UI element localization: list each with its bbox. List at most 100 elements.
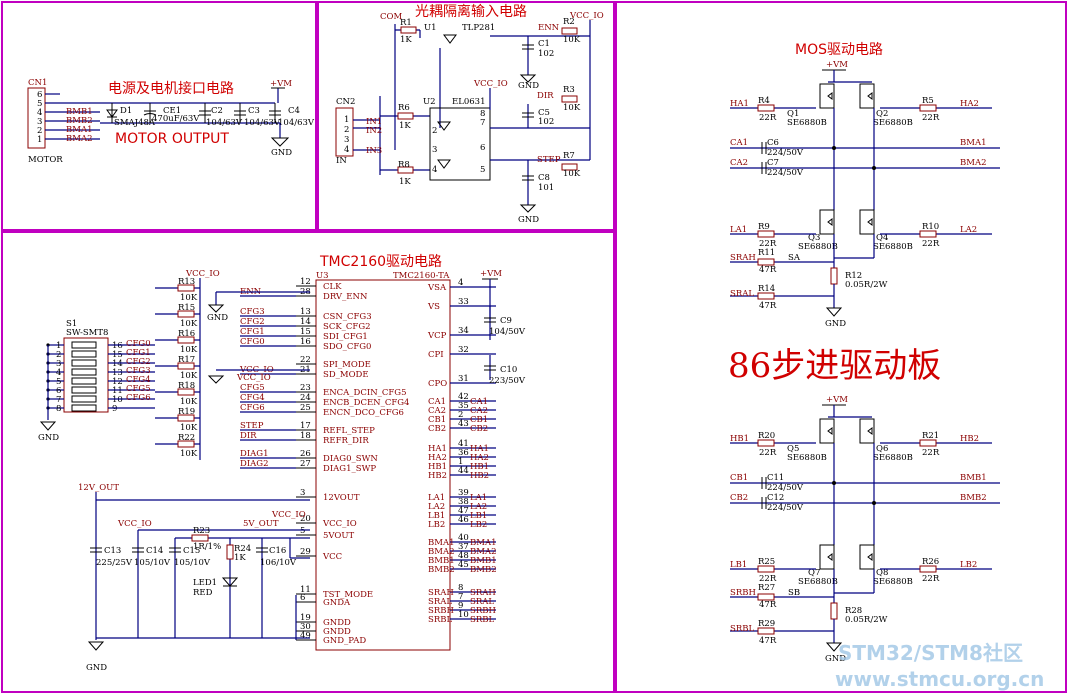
u3-left-pin-num: 5: [300, 526, 305, 536]
bridgeB-l1-label: LB1: [730, 560, 747, 570]
cn2-pin-2: 2: [344, 125, 349, 135]
u3-left-pin-name: REFR_DIR: [323, 436, 369, 446]
sw-left-pin: 8: [56, 404, 61, 414]
watermark: STM32/STM8社区 www.stmcu.org.cn: [835, 641, 1044, 691]
u3-right-pin-num: 44: [458, 466, 469, 476]
bridgeA-sral-label: SRAL: [730, 289, 754, 299]
u3-left-pin-num: 20: [300, 514, 311, 524]
u2-pin3: 3: [432, 145, 437, 155]
pullup-value: 10K: [180, 293, 198, 303]
u3-right-pin-name: SRAL: [428, 597, 452, 607]
u3-right-pin-name: LA1: [428, 493, 445, 503]
r6-ref: R6: [398, 103, 410, 113]
bridgeB-r10-value: 22R: [922, 574, 940, 584]
bridgeB-c6-ref: C11: [767, 473, 784, 483]
u3-right-net-label: CB1: [470, 415, 488, 425]
r3-ref: R3: [563, 85, 575, 95]
u3-left-net-label: DIAG2: [240, 459, 269, 469]
u3-part: TMC2160-TA: [393, 271, 450, 281]
bridgeA-vm-label: +VM: [826, 60, 848, 70]
u3-left-pin-name: TST_MODE: [323, 590, 373, 600]
u3-right-pin-name: CPO: [428, 379, 447, 389]
u3-right-pin-num: 47: [458, 506, 469, 516]
u3-right-net-label: LB2: [470, 520, 487, 530]
c8-value: 101: [538, 183, 554, 193]
cap-vcc-label: VCC_IO: [117, 519, 152, 529]
u3-left-pin-num: 14: [300, 317, 311, 327]
u3-left-pin-name: SDI_CFG1: [323, 332, 368, 342]
pullup-value: 10K: [180, 397, 198, 407]
u3-left-pin-num: 25: [300, 403, 311, 413]
bridgeB-r12-value: 0.05R/2W: [845, 615, 888, 625]
sw-right-pin: 15: [112, 350, 123, 360]
sw-left-pin: 7: [56, 395, 61, 405]
u3-left-pin-num: 27: [300, 459, 311, 469]
u3-right-pin-num: 32: [458, 345, 469, 355]
bridgeA-l2-label: LA2: [960, 225, 977, 235]
u3-left-pin-num: 29: [300, 547, 311, 557]
pullup-ref: R15: [178, 303, 195, 313]
opto-section: 光耦隔离输入电路 COM R1 1K U1 TLP281 C1 102 GND …: [335, 3, 604, 225]
s1-ref: S1: [66, 319, 77, 329]
pullup-value: 10K: [180, 319, 198, 329]
in3-label: IN3: [366, 146, 382, 156]
sw-cfg-label: CFG5: [126, 384, 151, 394]
u3-left-pin-name: CSN_CFG3: [323, 312, 372, 322]
u3-left-pin-num: 17: [300, 421, 311, 431]
u3-right-pin-name: CA1: [428, 397, 446, 407]
bridgeA-r14-ref: R14: [758, 284, 775, 294]
u3-left-pin-num: 13: [300, 307, 311, 317]
u3-right-pin-num: 4: [458, 278, 463, 288]
cn2-label: IN: [336, 156, 347, 166]
u3-right-net-label: BMA1: [470, 538, 497, 548]
pullup-vcc: VCC_IO: [185, 269, 220, 279]
watermark-line1: STM32/STM8社区: [838, 641, 1023, 665]
u3-right-net-label: SRBL: [470, 615, 494, 625]
step-label: STEP: [537, 155, 561, 165]
sw-right-pin: 9: [112, 404, 117, 414]
bridgeB-q2-ref: Q6: [876, 444, 888, 454]
u3-right-pin-num: 31: [458, 374, 469, 384]
u3-left-net-label: STEP: [240, 421, 264, 431]
bridgeB-r14-ref: R29: [758, 619, 775, 629]
r24-ref: R24: [234, 544, 251, 554]
u3-left-pin-name: ENCN_DCO_CFG6: [323, 408, 404, 418]
bridgeB-h1-label: HB1: [730, 434, 749, 444]
u3-right-pin-num: 41: [458, 439, 469, 449]
u3-left-pin-num: 12: [300, 277, 311, 287]
bridgeA-out2-label: BMA2: [960, 158, 987, 168]
vm-label: +VM: [270, 79, 292, 89]
u3-right-pin-name: CB2: [428, 424, 446, 434]
u3-right-pin-name: BMB2: [428, 565, 455, 575]
u3-right-net-label: HB1: [470, 462, 489, 472]
bridgeA-h2-label: HA2: [960, 99, 979, 109]
u2-pin2: 2: [432, 126, 437, 136]
u3-right-pin-name: CB1: [428, 415, 446, 425]
u3-left-pin-num: 18: [300, 431, 311, 441]
u3-right-net-label: SRBH: [470, 606, 496, 616]
bridgeA-r5-ref: R5: [922, 96, 934, 106]
u3-left-pin-name: GND_PAD: [323, 636, 366, 646]
pullup-ref: R18: [178, 381, 195, 391]
bridgeA-r14-value: 47R: [759, 301, 777, 311]
u3-right-pin-name: HA2: [428, 453, 447, 463]
c15-ref: C15: [183, 546, 200, 556]
net-bma2: BMA2: [66, 134, 93, 144]
c8-ref: C8: [538, 173, 550, 183]
u3-right-pin-name: LB1: [428, 511, 445, 521]
cn1-pin-4: 4: [37, 108, 42, 118]
u1-value: TLP281: [462, 23, 495, 33]
bridgeA-h1-label: HA1: [730, 99, 749, 109]
motor-output-title: MOTOR OUTPUT: [115, 131, 229, 147]
u3-right-net-label: HA2: [470, 453, 489, 463]
u2-value: EL0631: [452, 97, 485, 107]
bridgeA-out1-label: BMA1: [960, 138, 987, 148]
opto-gnd-2: GND: [518, 215, 539, 225]
u3-left-net-label: CFG5: [240, 383, 265, 393]
tmc2160-chip: [315, 279, 451, 651]
u3-left-net-label: CFG3: [240, 307, 265, 317]
sw-left-pin: 5: [56, 377, 61, 387]
vcc-io-1: VCC_IO: [569, 11, 604, 21]
sw-left-pin: 3: [56, 359, 61, 369]
